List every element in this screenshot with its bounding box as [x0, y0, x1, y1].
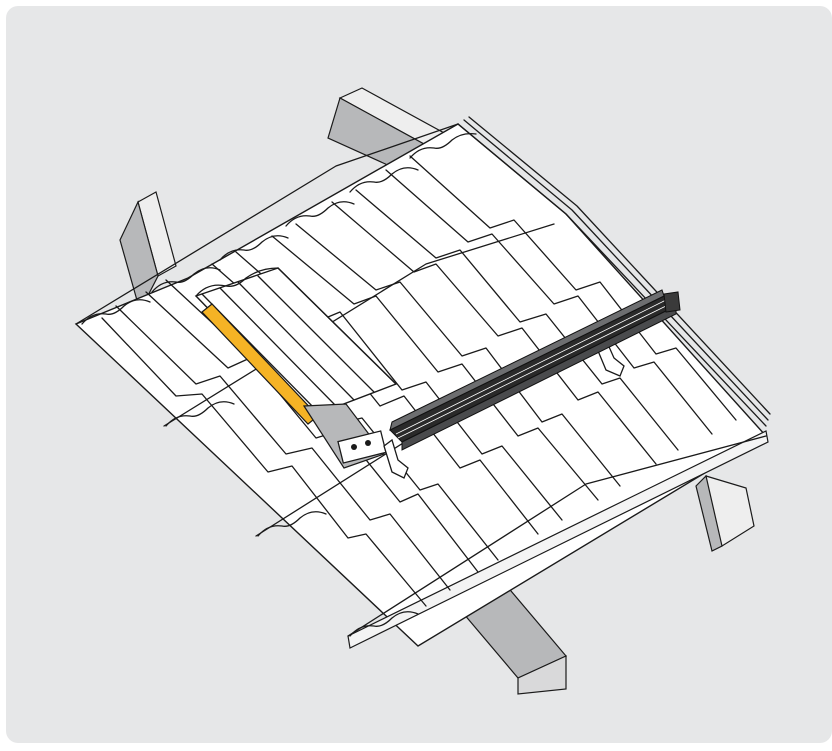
roof-mounting-illustration	[74, 87, 771, 695]
roof-tile-field	[74, 116, 771, 649]
tile-scallops	[81, 132, 477, 637]
lifted-roof-tile	[194, 267, 398, 417]
tile-surface-upper	[74, 123, 768, 647]
diagram-canvas	[6, 6, 832, 743]
eave-edge	[347, 430, 769, 649]
rafter-beam-rear	[119, 191, 177, 313]
mounting-rail	[389, 289, 681, 451]
roof-hook-left	[337, 430, 409, 479]
batten-right-end	[695, 474, 755, 552]
verge-lines	[457, 116, 771, 427]
